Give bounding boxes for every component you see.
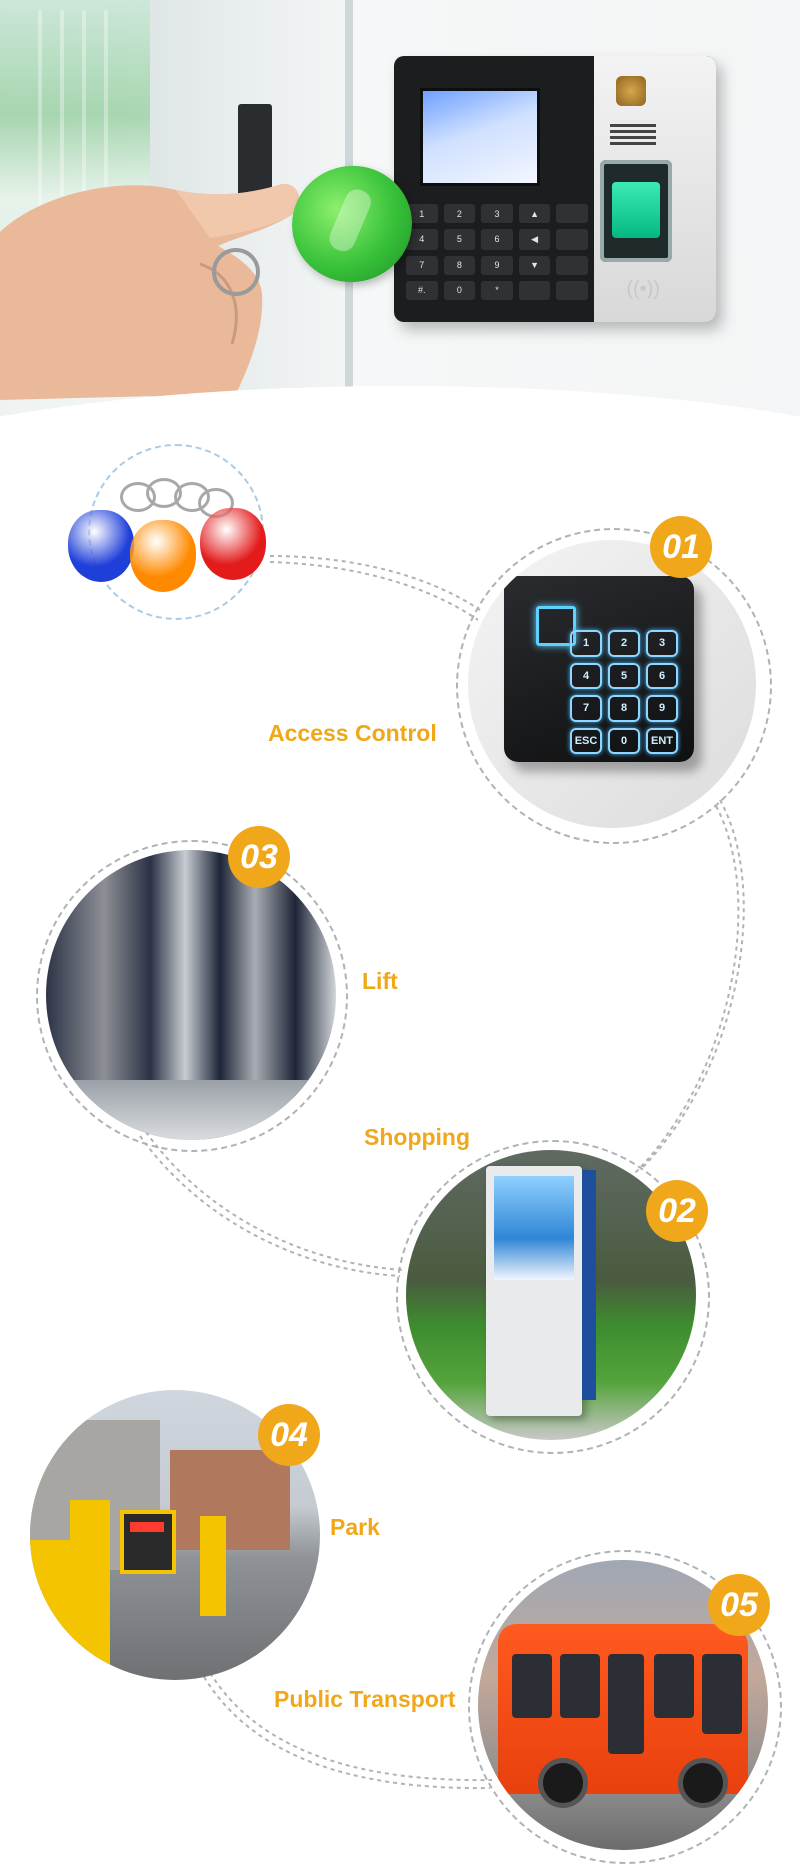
transport-ring [468, 1550, 782, 1864]
reader-key: ESC [570, 727, 602, 754]
terminal-key: 4 [406, 229, 438, 250]
reader-key: 7 [570, 695, 602, 722]
bus-window [654, 1654, 694, 1718]
shopping-ring [396, 1140, 710, 1454]
reader-key: 0 [608, 727, 640, 754]
public-transport-photo [478, 1560, 768, 1850]
terminal-key: 0 [443, 280, 476, 300]
path-fobs-to-access [269, 555, 481, 611]
reader-key: 8 [608, 695, 640, 722]
bus-window [512, 1654, 552, 1718]
bus-windshield [702, 1654, 742, 1734]
number-badge-03: 03 [228, 826, 290, 888]
number-badge-04: 04 [258, 1404, 320, 1466]
camera-icon [616, 76, 646, 106]
self-service-kiosk [486, 1166, 582, 1416]
terminal-key [556, 280, 588, 300]
terminal-screen [420, 88, 540, 186]
kiosk-side-strip [582, 1170, 596, 1400]
fingerprint-sensor-icon [600, 160, 672, 262]
card-tap-icon [536, 606, 576, 646]
terminal-key: 9 [481, 255, 513, 275]
hand-icon [0, 183, 300, 400]
number-badge-05: 05 [708, 1574, 770, 1636]
reader-key: 5 [608, 662, 640, 689]
terminal-key [518, 280, 551, 300]
rfid-symbol-icon: ((•)) [626, 278, 660, 300]
terminal-key: 3 [481, 204, 513, 224]
terminal-key [556, 255, 588, 275]
bus-wheel [678, 1758, 728, 1808]
terminal-key: 2 [443, 204, 476, 224]
lift-photo [46, 850, 336, 1140]
parking-display [120, 1510, 176, 1574]
terminal-key: ▲ [518, 204, 551, 224]
number-badge-02: 02 [646, 1180, 708, 1242]
terminal-key: * [481, 280, 513, 300]
terminal-key: ▼ [518, 255, 551, 275]
access-ring [456, 528, 772, 844]
label-public-transport: Public Transport [274, 1686, 456, 1712]
reader-key: 4 [570, 662, 602, 689]
terminal-key [556, 204, 588, 224]
path-lift-to-shopping [139, 1135, 401, 1277]
terminal-key: 6 [481, 229, 513, 250]
blue-keyfob [68, 510, 134, 582]
orange-keyfob [130, 520, 196, 592]
terminal-key: #. [406, 280, 438, 300]
reader-key: 3 [646, 630, 678, 657]
label-shopping: Shopping [364, 1124, 471, 1150]
door-handle [238, 104, 272, 204]
terminal-key: 7 [406, 255, 438, 275]
building [170, 1450, 290, 1550]
lift-ring [36, 840, 348, 1152]
label-lift: Lift [362, 968, 398, 994]
bus-door [608, 1654, 644, 1754]
kiosk-screen [494, 1176, 574, 1280]
reader-key: ENT [646, 727, 678, 754]
label-park: Park [330, 1514, 380, 1540]
park-photo [30, 1390, 320, 1680]
path-access-to-shopping [639, 799, 745, 1171]
parking-gate-post [30, 1540, 70, 1660]
keyfob-group [68, 452, 268, 612]
red-bus [498, 1624, 748, 1808]
number-badge-01: 01 [650, 516, 712, 578]
speaker-grille [610, 124, 656, 148]
parking-gate-post [200, 1516, 226, 1616]
label-access-control: Access Control [268, 720, 437, 746]
terminal-key [556, 229, 588, 250]
reader-key: 2 [608, 630, 640, 657]
terminal-key: 1 [406, 204, 438, 224]
terminal-key: ◀ [518, 229, 551, 250]
terminal-key: 8 [443, 255, 476, 275]
bus-window [560, 1654, 600, 1718]
bus-wheel [538, 1758, 588, 1808]
reader-key: 6 [646, 662, 678, 689]
reader-key: 9 [646, 695, 678, 722]
parking-gate-post [70, 1500, 110, 1680]
red-keyfob [200, 508, 266, 580]
terminal-key: 5 [443, 229, 476, 250]
reader-key: 1 [570, 630, 602, 657]
